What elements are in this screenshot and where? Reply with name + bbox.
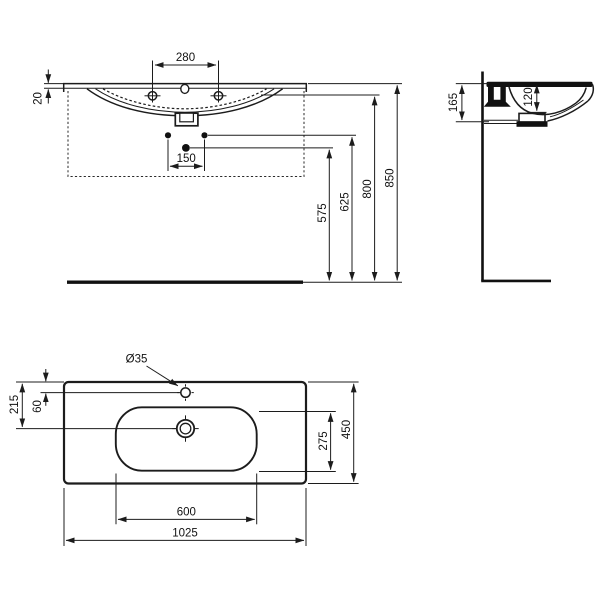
dimension-165: 165	[448, 83, 489, 123]
dim-label-280: 280	[176, 52, 195, 64]
dim-label-120: 120	[523, 87, 535, 106]
dimension-60: 60	[32, 369, 49, 413]
overflow-hole	[180, 83, 190, 95]
fixing-hole-left	[164, 132, 172, 139]
side-view: 165 120	[448, 71, 595, 283]
fixing-hole-right	[201, 132, 208, 139]
dim-label-850: 850	[385, 168, 397, 187]
dimension-20: 20	[33, 69, 63, 105]
dim-label-150: 150	[177, 153, 196, 165]
tap-hole-plan	[177, 384, 194, 401]
dimension-800: 800	[362, 96, 378, 281]
dimension-625: 625	[340, 136, 355, 281]
dim-label-800: 800	[362, 179, 374, 198]
bowl-plan	[114, 406, 258, 472]
dim-label-450: 450	[341, 420, 353, 439]
dimension-280: 280	[152, 52, 219, 103]
dimension-275: 275	[318, 412, 334, 471]
dim-label-275: 275	[318, 431, 330, 450]
dimension-450: 450	[341, 383, 357, 483]
top-view: Ø35 215 60 275 450	[9, 354, 359, 546]
waste-outlet	[174, 112, 199, 127]
dimension-215: 215	[9, 383, 26, 428]
dim-label-tap-diameter: Ø35	[126, 354, 148, 366]
dim-label-600: 600	[177, 506, 196, 518]
dimension-600: 600	[117, 506, 256, 523]
dim-label-575: 575	[317, 203, 329, 222]
countertop-plan	[62, 380, 308, 485]
callout-tap-diameter: Ø35	[126, 354, 179, 387]
furniture-outline-dashed	[67, 91, 305, 177]
dimension-575: 575	[317, 149, 333, 281]
tap-boss-section	[483, 86, 511, 107]
dim-label-165: 165	[448, 93, 460, 112]
front-view: 280 20 150 575 625	[33, 52, 402, 284]
basin-section-profile	[483, 81, 595, 127]
dimension-850: 850	[385, 85, 401, 281]
drain-plan	[172, 415, 199, 442]
dimension-120: 120	[523, 84, 547, 113]
dim-label-215: 215	[9, 395, 21, 414]
dim-label-1025: 1025	[172, 527, 198, 539]
dim-label-20: 20	[33, 92, 45, 105]
dim-label-60: 60	[32, 400, 44, 413]
dimension-150: 150	[167, 139, 205, 171]
dimension-1025: 1025	[65, 527, 305, 544]
dim-label-625: 625	[340, 192, 352, 211]
trap-outlet-dot	[182, 144, 190, 152]
